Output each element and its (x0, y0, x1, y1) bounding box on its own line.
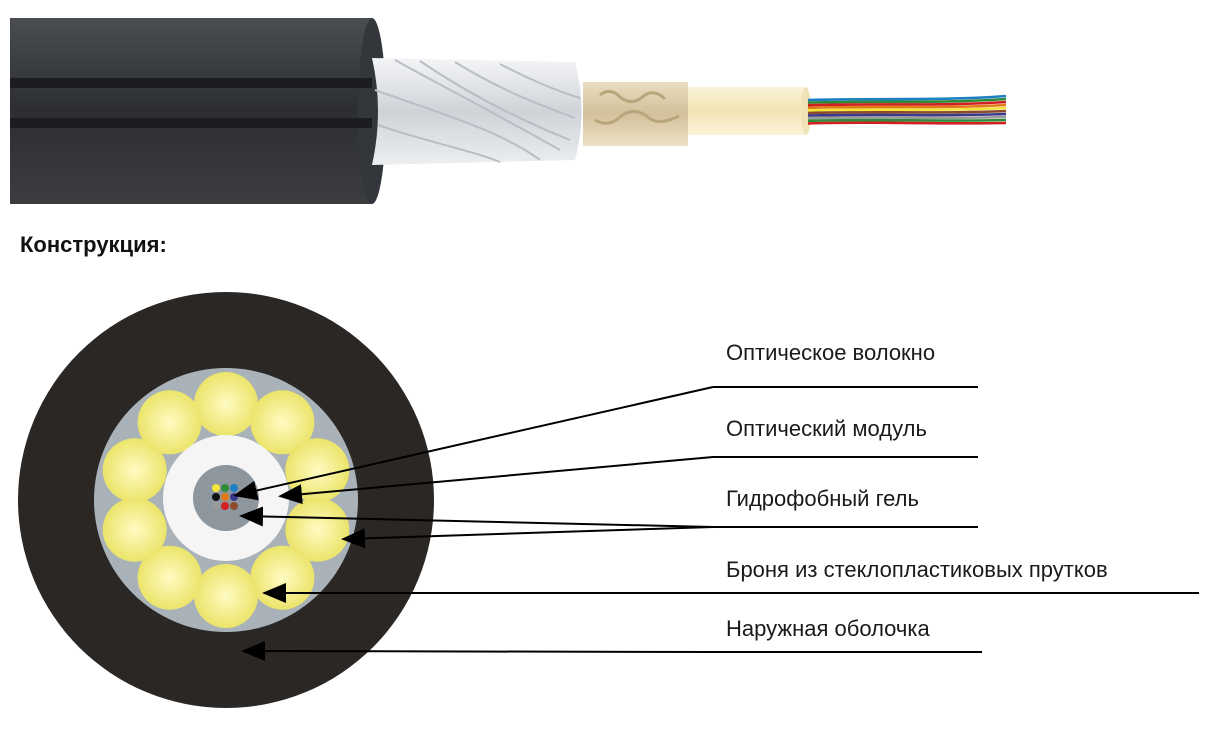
armor-rod (194, 564, 258, 628)
label-hydrophobic-gel: Гидрофобный гель (726, 486, 919, 511)
fibers (807, 94, 1007, 125)
fiber-dots (212, 484, 238, 510)
fiber-strand (807, 94, 1007, 102)
fiber-dot (221, 493, 229, 501)
fiber-dot (230, 484, 238, 492)
armor-rod (137, 545, 202, 610)
fiber-dot (230, 502, 238, 510)
armor-rod (285, 497, 350, 562)
label-outer-sheath: Наружная оболочка (726, 616, 930, 641)
leader-optical-module (278, 456, 714, 505)
armor-rod (250, 390, 315, 455)
fiber-dot (230, 493, 238, 501)
fiber-strand (807, 103, 1007, 110)
cable-illustration (10, 18, 1007, 204)
fiber-strand (807, 109, 1007, 115)
fiber-dot (221, 502, 229, 510)
armor-rod (102, 497, 167, 562)
label-fiberglass-armor: Броня из стеклопластиковых прутков (726, 557, 1108, 582)
label-optical-module: Оптический модуль (726, 416, 927, 441)
fiber-dot (221, 484, 229, 492)
fiber-dot (212, 502, 220, 510)
fiber-dot (212, 484, 220, 492)
section-heading: Конструкция: (20, 232, 167, 257)
leader-lines (233, 386, 1199, 662)
armor-rod (102, 438, 167, 503)
fiber-dot (212, 493, 220, 501)
fiber-strand (807, 106, 1007, 112)
fiberglass-rods (372, 58, 582, 165)
fiber-strand (807, 112, 1007, 117)
gel-section (583, 82, 688, 146)
fiber-strand (807, 115, 1007, 120)
fiber-strand (807, 118, 1007, 123)
leader-hydrophobic-gel (239, 506, 714, 528)
leader-outer-sheath (241, 641, 714, 662)
armor-rod (250, 545, 315, 610)
fiber-strand (807, 97, 1007, 104)
leader-fiberglass-armor (341, 526, 714, 549)
fiber-strand (807, 100, 1007, 107)
armor-rod (137, 390, 202, 455)
fiber-strand (807, 121, 1007, 125)
leader-optical-fiber (233, 386, 714, 501)
label-optical-fiber: Оптическое волокно (726, 340, 936, 365)
armor-rod (194, 372, 258, 436)
